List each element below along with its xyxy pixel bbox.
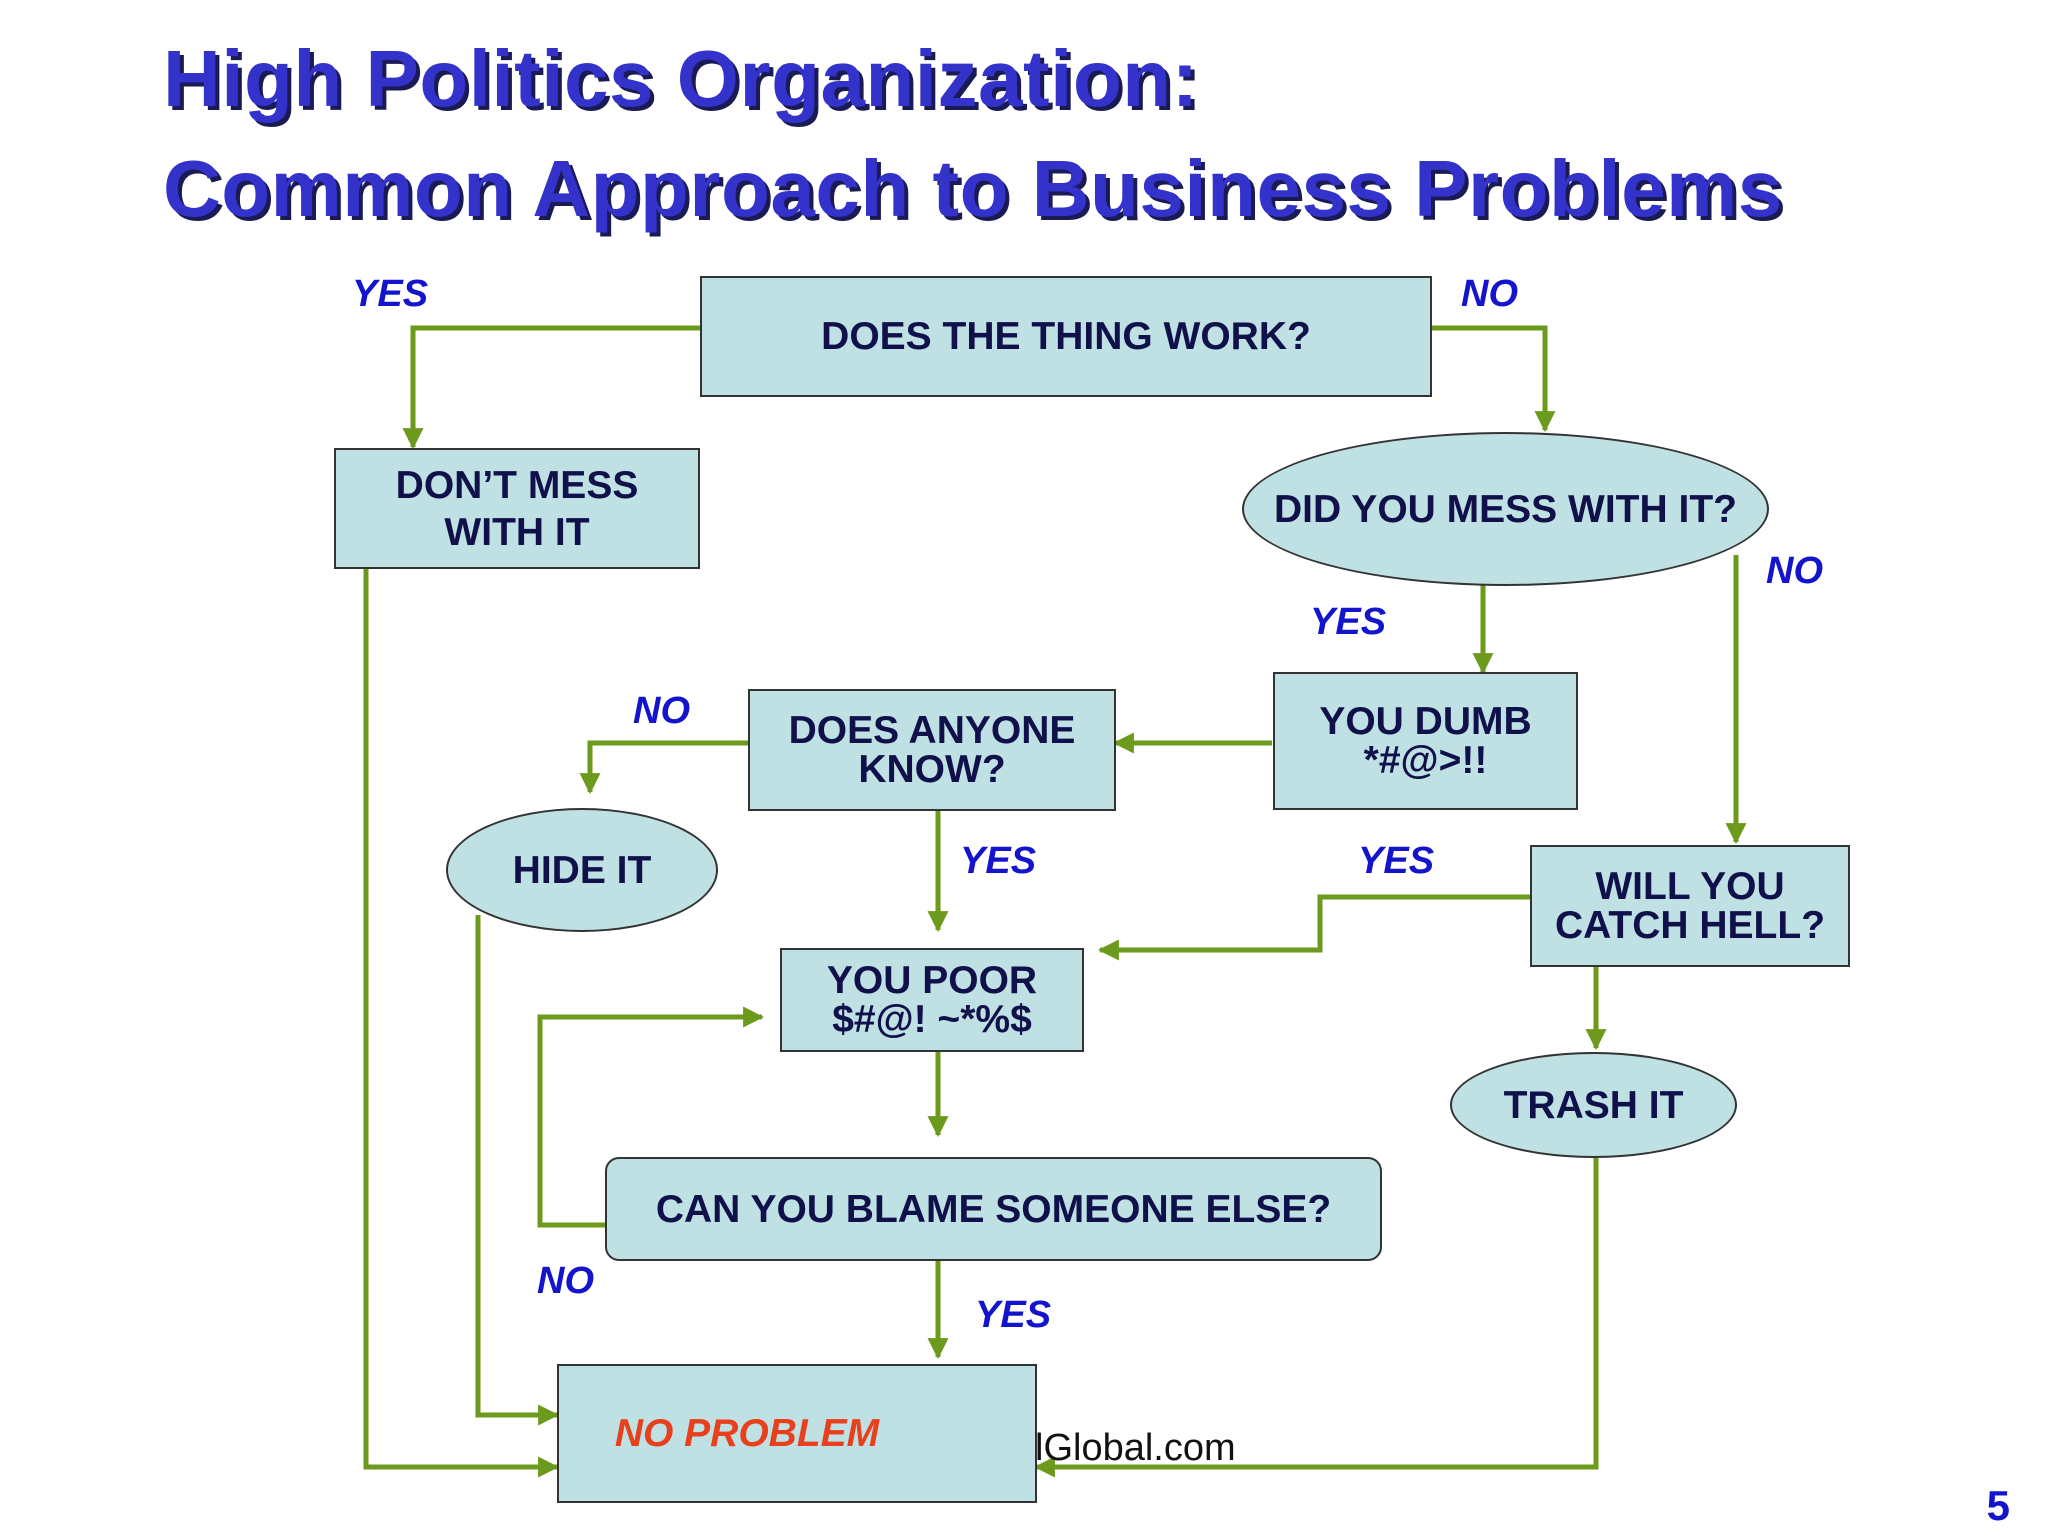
node-label-line: *#@>!! xyxy=(1363,739,1488,782)
node-label: HIDE IT xyxy=(512,848,652,892)
connector-anyone-no xyxy=(579,740,748,795)
node-dont-mess-with-it: DON’T MESS WITH IT xyxy=(334,448,700,569)
page-number: 5 xyxy=(1986,1482,2010,1529)
node-label-line: YOU DUMB xyxy=(1319,700,1532,743)
node-did-you-mess-with-it: DID YOU MESS WITH IT? xyxy=(1242,432,1769,586)
label-anyone-no: NO xyxy=(633,690,690,732)
connector-works-no xyxy=(1430,325,1556,433)
node-label: CAN YOU BLAME SOMEONE ELSE? xyxy=(655,1187,1332,1231)
node-label-line: DOES ANYONE xyxy=(788,709,1076,752)
label-blame-no: NO xyxy=(537,1260,594,1302)
node-label-line: WITH IT xyxy=(444,510,590,554)
label-works-yes: YES xyxy=(352,273,429,315)
node-hide-it: HIDE IT xyxy=(446,808,718,932)
node-label-line: WILL YOU xyxy=(1595,865,1785,908)
node-you-poor: YOU POOR $#@! ~*%$ xyxy=(780,948,1084,1052)
connector-works-yes xyxy=(402,325,700,450)
label-mess-yes: YES xyxy=(1310,601,1387,643)
label-anyone-yes: YES xyxy=(960,840,1037,882)
connector-catch-yes xyxy=(1097,894,1530,961)
node-label-line: DON’T MESS xyxy=(395,463,639,507)
watermark-text: lGlobal.com xyxy=(1035,1427,1236,1469)
node-label-line: $#@! ~*%$ xyxy=(832,998,1032,1041)
node-can-you-blame-someone-else: CAN YOU BLAME SOMEONE ELSE? xyxy=(605,1157,1382,1261)
node-no-problem: NO PROBLEM xyxy=(557,1364,1037,1503)
title-line-1: High Politics Organization: xyxy=(163,34,1199,123)
title-line-2: Common Approach to Business Problems xyxy=(163,144,1783,233)
node-label-line: CATCH HELL? xyxy=(1554,904,1826,947)
node-label: NO PROBLEM xyxy=(614,1412,880,1455)
connector-blame-no xyxy=(537,1006,765,1228)
connector-hide-noproblem xyxy=(475,915,560,1426)
node-label: TRASH IT xyxy=(1503,1083,1684,1127)
node-does-anyone-know: DOES ANYONE KNOW? xyxy=(748,689,1116,811)
node-does-the-thing-work: DOES THE THING WORK? xyxy=(700,276,1432,397)
node-label: DOES THE THING WORK? xyxy=(821,315,1311,358)
node-label: DID YOU MESS WITH IT? xyxy=(1274,487,1737,531)
label-works-no: NO xyxy=(1461,273,1518,315)
node-trash-it: TRASH IT xyxy=(1450,1052,1737,1158)
node-label-line: YOU POOR xyxy=(826,959,1038,1002)
node-you-dumb: YOU DUMB *#@>!! xyxy=(1273,672,1578,810)
connector-trash-noproblem xyxy=(1033,1157,1599,1478)
node-label-line: KNOW? xyxy=(858,748,1006,791)
label-catch-yes: YES xyxy=(1358,840,1435,882)
connector-dontmess-noproblem xyxy=(363,568,560,1478)
label-blame-yes: YES xyxy=(975,1294,1052,1336)
node-will-you-catch-hell: WILL YOU CATCH HELL? xyxy=(1530,845,1850,967)
label-mess-no: NO xyxy=(1766,550,1823,592)
